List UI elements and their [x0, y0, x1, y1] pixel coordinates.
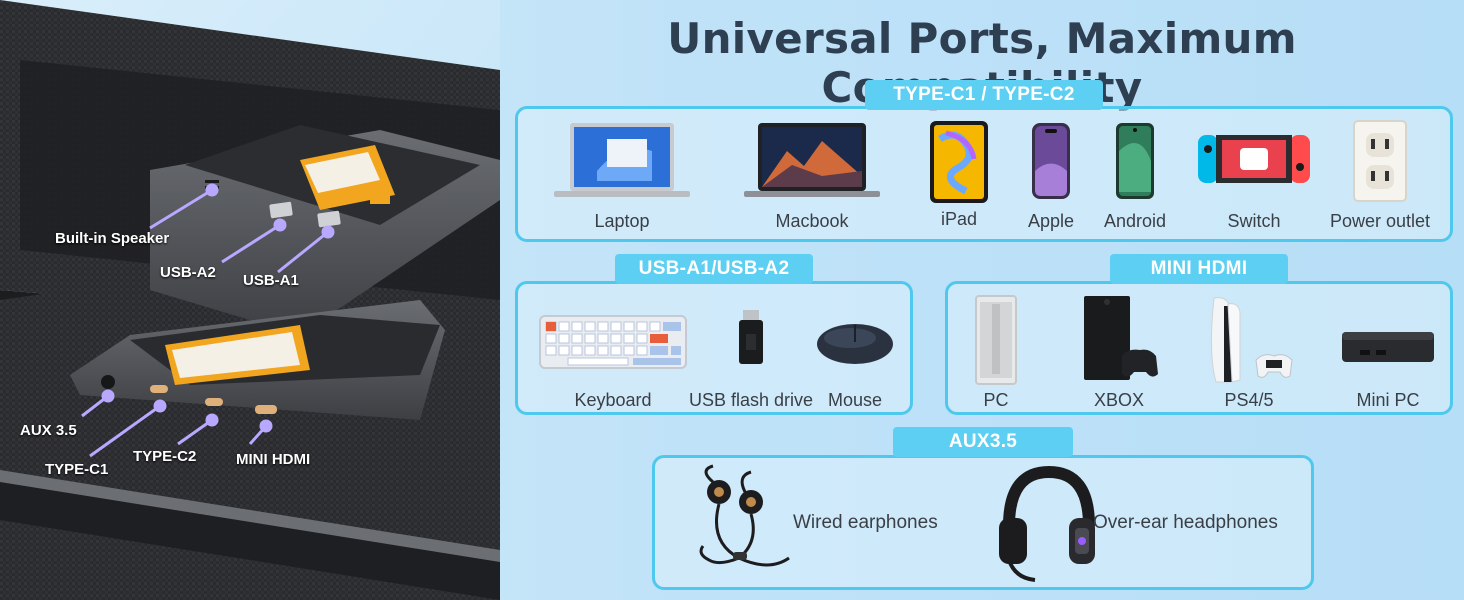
device-ps: PS4/5	[1204, 294, 1294, 410]
callout-type-c2: TYPE-C2	[133, 448, 197, 465]
device-macbook: Macbook	[742, 121, 882, 231]
keyboard-icon	[539, 315, 687, 369]
callout-type-c1: TYPE-C1	[45, 461, 109, 478]
device-label: USB flash drive	[688, 390, 814, 410]
device-label: Macbook	[775, 211, 849, 231]
device-label: Switch	[1227, 211, 1281, 231]
typec-group: Laptop Macbook iPad Apple	[515, 106, 1453, 242]
device-label: Mouse	[827, 390, 883, 410]
callout-usb-a2: USB-A2	[160, 264, 216, 281]
xbox-icon	[1084, 296, 1158, 380]
callout-usb-a1: USB-A1	[243, 272, 299, 289]
device-over-ear-headphones	[991, 462, 1099, 591]
device-switch: Switch	[1196, 131, 1312, 231]
callout-mini-hdmi: MINI HDMI	[236, 451, 311, 468]
device-label: PS4/5	[1224, 390, 1274, 410]
device-wired-earphones	[689, 462, 799, 591]
callout-aux: AUX 3.5	[20, 422, 77, 439]
callout-built-in-speaker: Built-in Speaker	[55, 230, 170, 247]
device-android-phone: Android	[1104, 121, 1166, 231]
device-label: XBOX	[1093, 390, 1145, 410]
monitor-illustration	[0, 0, 500, 600]
device-label: Apple	[1027, 211, 1075, 231]
device-xbox: XBOX	[1078, 294, 1160, 410]
usb-a1-port-icon	[317, 210, 341, 228]
pc-tower-icon	[975, 295, 1017, 385]
mouse-icon	[817, 324, 893, 364]
device-label: Wired earphones	[793, 512, 938, 533]
ipad-icon	[930, 121, 988, 203]
usba-group: Keyboard USB flash drive Mouse	[515, 281, 913, 415]
mini-hdmi-port-icon	[255, 405, 277, 414]
earphones-icon	[699, 464, 790, 567]
device-pc: PC	[966, 294, 1026, 410]
device-power-outlet: Power outlet	[1330, 119, 1430, 231]
device-mini-pc: Mini PC	[1340, 326, 1436, 410]
usb-a2-port-icon	[269, 201, 293, 219]
iphone-icon	[1032, 123, 1070, 199]
device-keyboard: Keyboard	[538, 312, 688, 410]
usba-tag: USB-A1/USB-A2	[615, 254, 813, 284]
device-label: Power outlet	[1329, 211, 1431, 231]
device-label: Android	[1103, 211, 1167, 231]
device-usb-flash-drive: USB flash drive	[689, 308, 813, 410]
aux-tag: AUX3.5	[893, 427, 1073, 457]
laptop-icon	[554, 123, 690, 197]
aux-group: Wired earphones Over-ear headphones	[652, 455, 1314, 590]
typec-tag: TYPE-C1 / TYPE-C2	[865, 80, 1103, 110]
device-ipad: iPad	[926, 119, 992, 229]
device-label: Mini PC	[1356, 390, 1420, 410]
power-outlet-icon	[1353, 120, 1407, 202]
usb-drive-icon	[739, 310, 763, 364]
type-c1-port-icon	[150, 385, 168, 393]
type-c2-port-icon	[205, 398, 223, 406]
device-label: Keyboard	[574, 390, 652, 410]
hardware-panel: Built-in Speaker USB-A2 USB-A1 AUX 3.5 T…	[0, 0, 500, 600]
hdmi-group: PC XBOX PS4/5 Mini PC	[945, 281, 1453, 415]
device-label: PC	[983, 390, 1009, 410]
device-label: Over-ear headphones	[1093, 512, 1278, 533]
device-label: Laptop	[594, 211, 650, 231]
hdmi-tag: MINI HDMI	[1110, 254, 1288, 284]
android-phone-icon	[1116, 123, 1154, 199]
device-apple-phone: Apple	[1026, 121, 1076, 231]
mini-pc-icon	[1342, 332, 1434, 362]
nintendo-switch-icon	[1198, 135, 1310, 183]
lower-port-module	[70, 300, 445, 420]
aux-port-icon	[101, 375, 115, 389]
playstation-icon	[1210, 297, 1293, 383]
device-label: iPad	[940, 209, 978, 229]
headphones-icon	[999, 465, 1095, 582]
device-laptop: Laptop	[552, 121, 692, 231]
macbook-icon	[744, 123, 880, 197]
device-mouse: Mouse	[814, 320, 896, 410]
